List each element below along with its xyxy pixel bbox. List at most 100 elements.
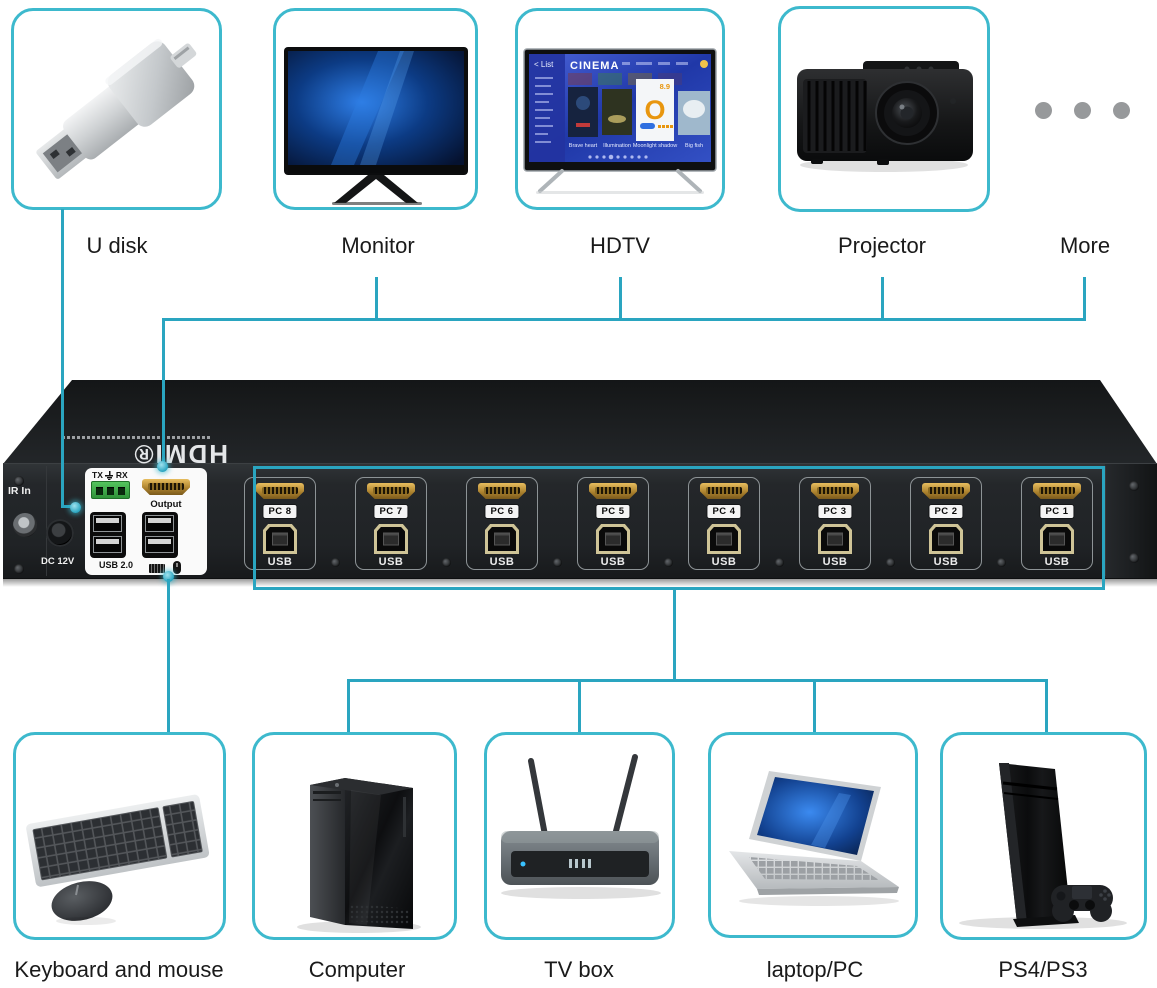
monitor-box bbox=[273, 8, 478, 210]
hdmi-output-port bbox=[142, 479, 190, 495]
rs232-terminal-block bbox=[91, 481, 130, 499]
usb-20-label: USB 2.0 bbox=[98, 560, 133, 570]
keyboard-mouse-line bbox=[167, 579, 170, 735]
laptop-label: laptop/PC bbox=[766, 957, 864, 982]
projector-stub-line bbox=[881, 277, 884, 320]
ps4-stub-line bbox=[1045, 679, 1048, 735]
u-disk-connector-line bbox=[61, 209, 64, 508]
usb-2-ports bbox=[90, 512, 126, 558]
usb-b-port bbox=[707, 524, 741, 554]
screw-icon bbox=[14, 564, 24, 574]
kvm-console-panel: TX RX Output USB 2.0 bbox=[85, 468, 207, 575]
pc-port-label: PC 3 bbox=[818, 505, 852, 518]
keyboard-connection-node bbox=[163, 571, 174, 582]
ps4-label: PS4/PS3 bbox=[998, 957, 1088, 982]
kvm-port-group: PC 5 USB bbox=[577, 477, 649, 570]
usb-b-port bbox=[374, 524, 408, 554]
hdtv-stub-line bbox=[619, 277, 622, 320]
rx-label: RX bbox=[115, 470, 128, 480]
keyboard-mouse-label: Keyboard and mouse bbox=[14, 957, 224, 982]
screw-icon bbox=[442, 558, 451, 567]
hdmi-input-port bbox=[700, 483, 748, 499]
dc-power-jack bbox=[46, 519, 74, 547]
laptop-image bbox=[729, 771, 899, 906]
display-bus-line bbox=[162, 318, 1086, 321]
tv-poster-title: Illumination bbox=[603, 143, 631, 149]
screw-icon bbox=[775, 558, 784, 567]
monitor-stub-line bbox=[375, 277, 378, 320]
kvm-port-group: PC 6 USB bbox=[466, 477, 538, 570]
u-disk-connector-line bbox=[61, 505, 75, 508]
hdtv-label: HDTV bbox=[590, 233, 650, 258]
ir-jack bbox=[13, 513, 37, 537]
usb-port-label: USB bbox=[267, 556, 293, 568]
usb-b-port bbox=[263, 524, 297, 554]
hdmi-input-port bbox=[478, 483, 526, 499]
usb-port-label: USB bbox=[822, 556, 848, 568]
u-disk-label: U disk bbox=[86, 233, 148, 258]
dc-12v-label: DC 12V bbox=[41, 556, 75, 567]
ir-in-label: IR In bbox=[8, 485, 31, 497]
pc-port-label: PC 8 bbox=[263, 505, 297, 518]
ground-icon bbox=[104, 470, 114, 480]
usb-port-label: USB bbox=[489, 556, 515, 568]
pc-ports-highlight-rect bbox=[253, 466, 1105, 590]
projector-image bbox=[797, 61, 973, 172]
computer-box bbox=[252, 732, 457, 940]
pc-port-label: PC 1 bbox=[1040, 505, 1074, 518]
kvm-seam bbox=[1105, 466, 1106, 576]
tv-rating: 8.9 bbox=[660, 82, 670, 91]
screw-icon bbox=[1129, 481, 1139, 491]
usb-b-port bbox=[818, 524, 852, 554]
hdmi-input-port bbox=[589, 483, 637, 499]
tv-screen-title: CINEMA bbox=[570, 60, 619, 72]
pc-bus-line bbox=[347, 679, 1048, 682]
keyboard-mouse-box bbox=[13, 732, 226, 940]
usb-port-label: USB bbox=[1044, 556, 1070, 568]
kvm-port-group: PC 7 USB bbox=[355, 477, 427, 570]
screw-icon bbox=[14, 476, 24, 486]
hdmi-input-port bbox=[922, 483, 970, 499]
hdtv-image: < List CINEMA 8. bbox=[523, 48, 717, 194]
pc-port-label: PC 5 bbox=[596, 505, 630, 518]
usb-port-label: USB bbox=[711, 556, 737, 568]
more-dot bbox=[1035, 102, 1052, 119]
tv-back-link: < List bbox=[534, 60, 554, 69]
kvm-top-print bbox=[62, 436, 212, 439]
tv-poster-title: Big fish bbox=[685, 143, 703, 149]
screw-icon bbox=[997, 558, 1006, 567]
hdmi-logo: HDMI® bbox=[132, 439, 228, 469]
pc-port-label: PC 2 bbox=[929, 505, 963, 518]
tv-poster-title: Moonlight shadow bbox=[633, 143, 677, 149]
output-drop-line bbox=[162, 318, 165, 466]
pc-port-label: PC 7 bbox=[374, 505, 408, 518]
tx-label: TX bbox=[92, 470, 103, 480]
hdmi-input-port bbox=[256, 483, 304, 499]
hdmi-input-port bbox=[811, 483, 859, 499]
tv-poster-letter: O bbox=[644, 95, 665, 125]
hdmi-input-port bbox=[367, 483, 415, 499]
tv-box-stub-line bbox=[578, 679, 581, 734]
tv-box-box bbox=[484, 732, 675, 940]
monitor-label: Monitor bbox=[341, 233, 415, 258]
usb-port-label: USB bbox=[378, 556, 404, 568]
usb-port-label: USB bbox=[600, 556, 626, 568]
pc-port-label: PC 6 bbox=[485, 505, 519, 518]
kvm-top-face bbox=[3, 380, 1157, 464]
u-disk-image bbox=[36, 38, 197, 179]
keyboard-mouse-image bbox=[26, 794, 210, 925]
ps4-image bbox=[959, 763, 1127, 929]
projector-label: Projector bbox=[837, 233, 927, 258]
tv-poster-title: Brave heart bbox=[569, 143, 598, 149]
hdtv-box: < List CINEMA 8. bbox=[515, 8, 725, 210]
serial-port-label: TX RX bbox=[92, 470, 128, 480]
monitor-image bbox=[284, 47, 468, 205]
screw-icon bbox=[1129, 553, 1139, 563]
more-label: More bbox=[1059, 233, 1111, 258]
laptop-box bbox=[708, 732, 918, 938]
usb-b-port bbox=[596, 524, 630, 554]
hdmi-input-port bbox=[1033, 483, 1081, 499]
kvm-port-group: PC 1 USB bbox=[1021, 477, 1093, 570]
keyboard-icon bbox=[149, 564, 165, 573]
more-dot bbox=[1074, 102, 1091, 119]
